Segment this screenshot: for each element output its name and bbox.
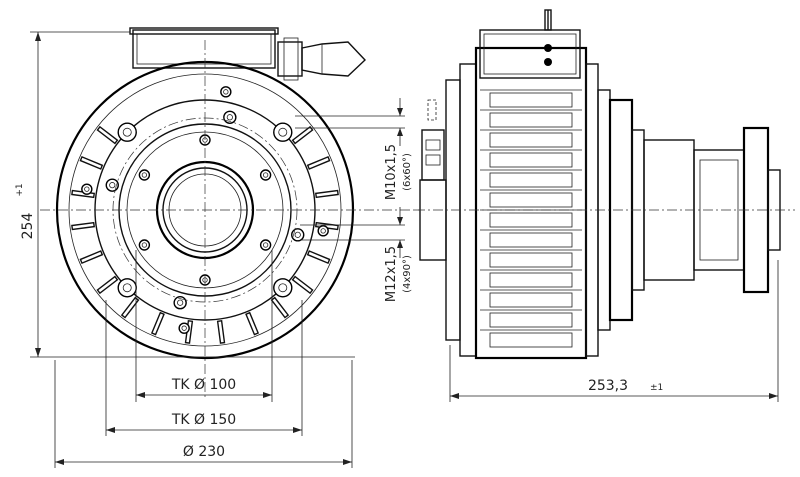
front-view [40, 27, 420, 400]
rib-slot [489, 132, 573, 148]
fin [314, 221, 339, 231]
fin [71, 189, 96, 199]
bolt-hole [273, 122, 293, 142]
bolt-hole-inner [320, 228, 326, 234]
terminal-box [129, 27, 279, 69]
bolt-hole-inner [262, 172, 269, 178]
dimension-tk150: TK Ø 150 [105, 300, 303, 436]
fin [120, 296, 140, 319]
cable-gland [277, 37, 366, 81]
bolt-hole-inner [294, 231, 301, 238]
rib-slot [489, 252, 573, 268]
bolt-hole-inner [278, 283, 288, 293]
bolt-hole-inner [122, 127, 132, 137]
fin [79, 250, 104, 265]
rib-slot [489, 152, 573, 168]
bolt-hole [220, 86, 232, 98]
bolt-hole-inner [109, 182, 116, 189]
fin [96, 125, 119, 145]
dimension-tk100: TK Ø 100 [135, 250, 273, 402]
bolt-hole [273, 278, 293, 298]
bolt-hole [117, 278, 137, 298]
dimension-height: 254 +1 [15, 31, 355, 358]
fin [216, 319, 226, 344]
bolt-hole [138, 239, 151, 251]
dimension-threads: M10x1,5 (6x60°) M12x1,5 (4x90°) [295, 98, 413, 302]
rib-slot [489, 232, 573, 248]
fin [306, 250, 331, 265]
height-label: 254 [20, 213, 36, 240]
thread1-label: M10x1,5 [384, 144, 399, 200]
bolt-hole [317, 225, 329, 237]
rib-slot [489, 192, 573, 208]
bolt-hole-inner [226, 114, 233, 121]
side-connector [419, 99, 447, 261]
rib-slot [489, 92, 573, 108]
fin [150, 311, 165, 336]
bolt-hole-inner [122, 283, 132, 293]
bolt-hole-inner [262, 242, 269, 248]
fin [291, 275, 314, 295]
bolt-hole-inner [141, 172, 148, 178]
bolt-hole [178, 322, 190, 334]
fin [270, 296, 290, 319]
rib-slot [489, 312, 573, 328]
bolt-hole-inner [177, 299, 184, 306]
side-view [415, 9, 795, 360]
bolt-hole [259, 169, 272, 181]
fin [96, 275, 119, 295]
fin [314, 189, 339, 199]
bolt-hole-inner [223, 89, 229, 95]
bolt-hole-inner [141, 242, 148, 248]
rib-slot [489, 112, 573, 128]
length-tolerance: ±1 [650, 383, 663, 393]
thread1-pattern: (6x60°) [402, 153, 413, 191]
cooling-fins [71, 125, 339, 344]
tk150-label: TK Ø 150 [171, 412, 236, 428]
thread2-pattern: (4x90°) [402, 255, 413, 293]
bolt-hole-inner [278, 127, 288, 137]
fin [79, 155, 104, 170]
bolt-hole [117, 122, 137, 142]
fin [291, 125, 314, 145]
fin [71, 221, 96, 231]
bolt-hole-inner [84, 186, 90, 192]
height-tolerance: +1 [15, 183, 25, 196]
motor-body [474, 46, 588, 360]
bolt-hole-inner [181, 325, 187, 331]
fin [306, 155, 331, 170]
fin [184, 319, 194, 344]
thread2-label: M12x1,5 [384, 246, 399, 302]
rib-slot [489, 292, 573, 308]
rib-slot [489, 172, 573, 188]
bolt-hole [259, 239, 272, 251]
bolt-hole [81, 183, 93, 195]
tk100-label: TK Ø 100 [171, 377, 236, 393]
bolt-hole [138, 169, 151, 181]
dia230-label: Ø 230 [183, 444, 225, 460]
rib-slot [489, 272, 573, 288]
dimension-dia230: Ø 230 [54, 360, 353, 468]
rib-slot [489, 212, 573, 228]
fin [245, 311, 260, 336]
side-ribs [480, 89, 582, 348]
length-label: 253,3 [588, 378, 628, 394]
rib-slot [489, 332, 573, 348]
dimension-length: 253,3 ±1 [449, 260, 779, 402]
